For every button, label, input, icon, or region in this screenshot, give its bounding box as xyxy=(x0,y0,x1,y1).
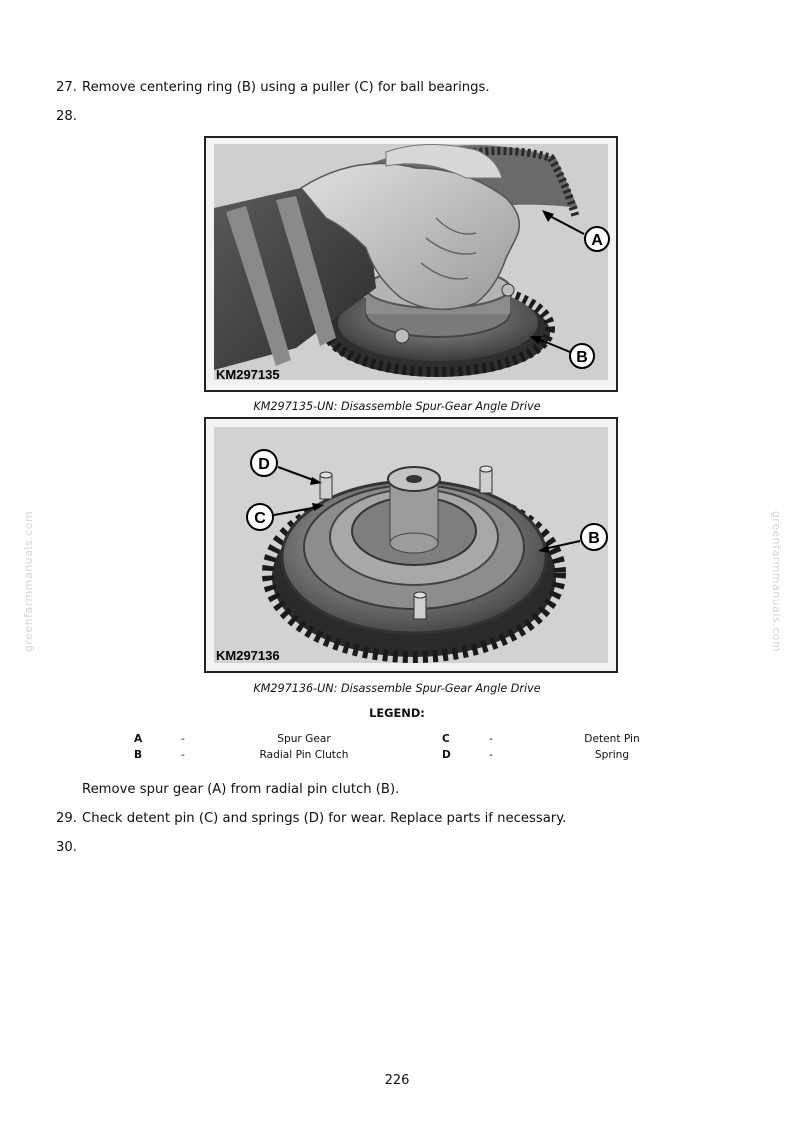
legend-label: Detent Pin xyxy=(584,733,640,745)
step-30: 30. xyxy=(56,840,82,856)
step-29: 29. Check detent pin (C) and springs (D) … xyxy=(56,811,566,827)
photo-spur-gear-hand: A B xyxy=(206,138,616,390)
callout-d: D xyxy=(250,449,322,485)
legend-dash: - xyxy=(489,733,493,745)
legend-row: B - Radial Pin Clutch D - Spring xyxy=(0,749,794,763)
legend-dash: - xyxy=(181,733,185,745)
figure-km297135: A B KM297135 xyxy=(204,136,618,392)
step-number: 28. xyxy=(56,109,77,124)
callout-b: B xyxy=(530,336,595,369)
callout-c-label: C xyxy=(254,510,266,527)
watermark-left: greenfarmmanuals.com xyxy=(22,510,36,653)
legend-label: Spring xyxy=(594,749,630,761)
figure-caption: KM297136-UN: Disassemble Spur-Gear Angle… xyxy=(253,682,541,695)
callout-a-label: A xyxy=(591,232,603,249)
legend-key: D xyxy=(442,749,451,761)
step-text: Remove spur gear (A) from radial pin clu… xyxy=(82,782,400,797)
callout-b2-label: B xyxy=(588,530,600,547)
watermark-right: greenfarmmanuals.com xyxy=(770,510,784,653)
page-number: 226 xyxy=(384,1073,410,1088)
step-27: 27. Remove centering ring (B) using a pul… xyxy=(56,80,490,96)
legend-key: A xyxy=(134,733,143,745)
callout-d-label: D xyxy=(258,456,270,473)
legend-row: A - Spur Gear C - Detent Pin xyxy=(0,733,794,747)
legend-title: LEGEND: xyxy=(369,706,425,720)
callout-c: C xyxy=(246,503,324,531)
photo-radial-pin-clutch: D C B xyxy=(206,419,616,671)
callout-b2: B xyxy=(538,523,608,553)
callout-b-label: B xyxy=(576,349,588,366)
figure-code: KM297136 xyxy=(216,648,280,663)
figure-code: KM297135 xyxy=(216,367,280,382)
legend-dash: - xyxy=(181,749,185,761)
step-text: Remove centering ring (B) using a puller… xyxy=(82,80,490,95)
legend-label: Radial Pin Clutch xyxy=(259,749,349,761)
legend-key: C xyxy=(442,733,450,745)
figure-km297136: D C B KM297136 xyxy=(204,417,618,673)
figure-caption: KM297135-UN: Disassemble Spur-Gear Angle… xyxy=(253,400,541,413)
step-text: Check detent pin (C) and springs (D) for… xyxy=(82,811,567,826)
step-number: 27. xyxy=(56,80,77,95)
step-28: 28. xyxy=(56,109,82,125)
legend-key: B xyxy=(134,749,143,761)
legend-dash: - xyxy=(489,749,493,761)
step-remove-spur-gear: Remove spur gear (A) from radial pin clu… xyxy=(82,782,399,798)
callout-a: A xyxy=(542,210,610,252)
step-number: 29. xyxy=(56,811,77,826)
legend-label: Spur Gear xyxy=(277,733,331,745)
step-number: 30. xyxy=(56,840,77,855)
